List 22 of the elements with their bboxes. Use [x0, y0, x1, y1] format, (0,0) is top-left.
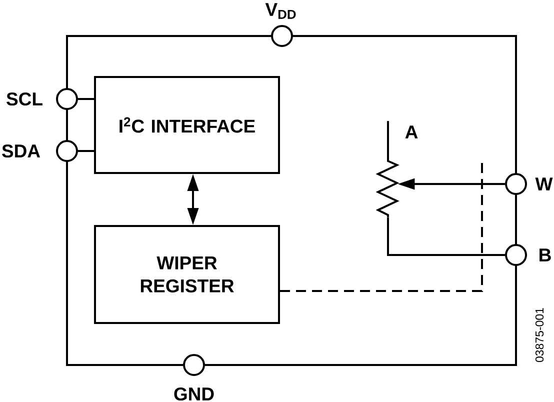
pin-label: W: [535, 178, 553, 190]
resistor-symbol: [376, 121, 400, 217]
block-box: WIPER REGISTER: [94, 225, 280, 324]
pin-label: B: [540, 248, 551, 262]
pin-circle: [56, 140, 78, 162]
dashed-line: [280, 161, 483, 292]
pin-circle: [505, 244, 527, 266]
pin-circle: [271, 25, 293, 47]
pin-circle: [505, 173, 527, 195]
block-box: I$^{2}$C INTERFACE: [94, 76, 280, 174]
pin-circle: [183, 354, 205, 376]
wire: [78, 98, 94, 100]
pin-label: GND: [174, 387, 214, 401]
pin-label: SDA: [2, 144, 40, 158]
wire: [387, 217, 505, 256]
pin-label: V$_{DD}$: [265, 3, 296, 19]
pin-circle: [56, 88, 78, 110]
chip-outline: [66, 35, 517, 366]
wire: [78, 150, 94, 152]
figure-number: 03875-001: [535, 308, 544, 362]
pin-label: SCL: [6, 92, 42, 106]
terminal-label: A: [405, 126, 418, 138]
